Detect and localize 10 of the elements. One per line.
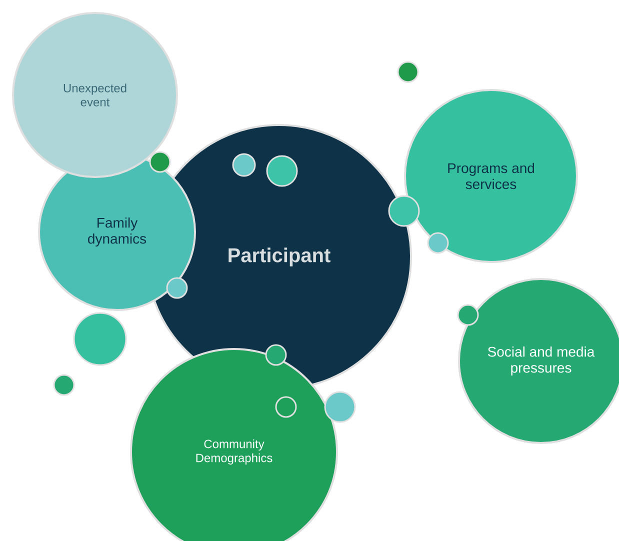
- bubble: [149, 151, 171, 173]
- bubble: [266, 155, 298, 187]
- bubble: [275, 396, 297, 418]
- bubble: [73, 312, 127, 366]
- bubble: [53, 374, 75, 396]
- bubble: [397, 61, 419, 83]
- bubble: [388, 195, 420, 227]
- bubble: [324, 391, 356, 423]
- bubble: [232, 153, 256, 177]
- bubble: [457, 304, 479, 326]
